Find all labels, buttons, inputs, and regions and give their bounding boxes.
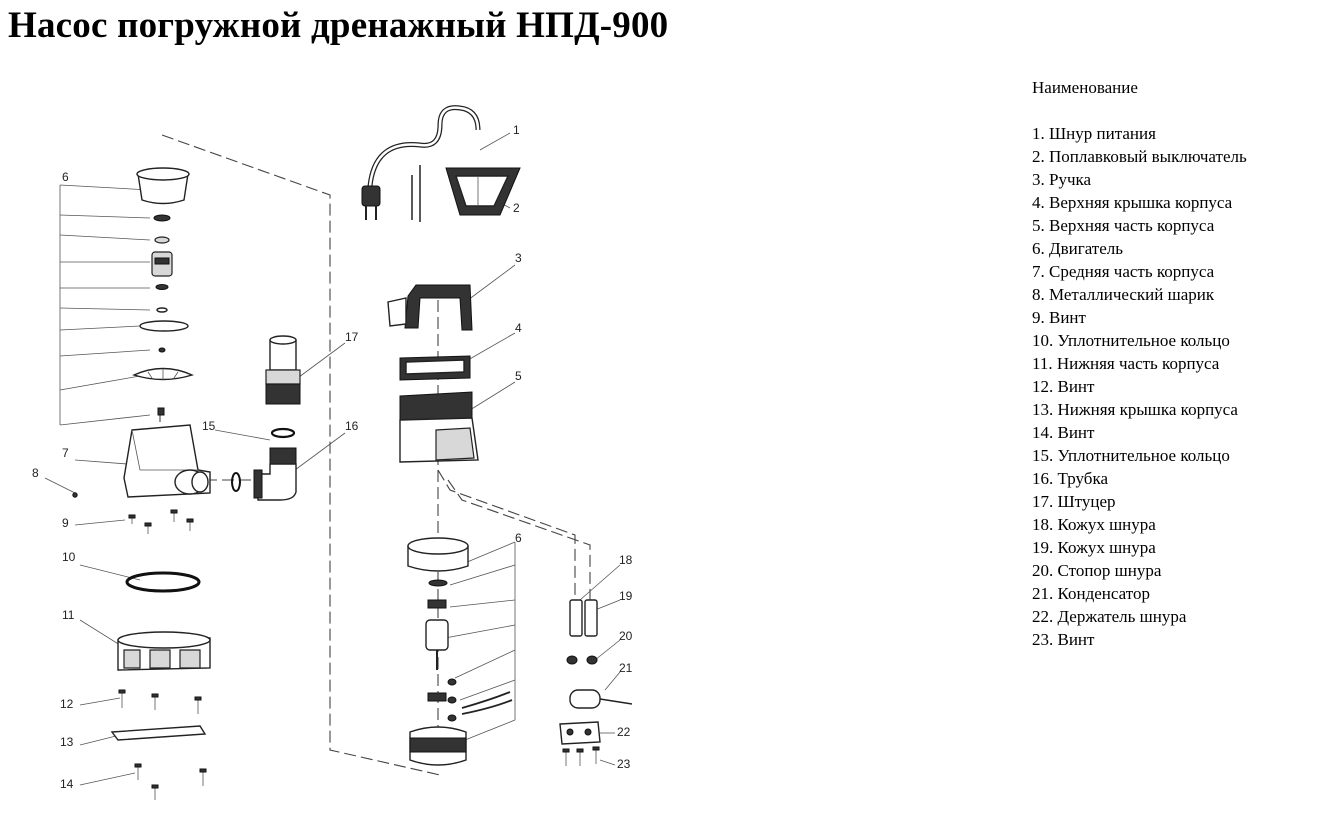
callout-22: 22 — [617, 725, 631, 739]
parts-list: Наименование 1. Шнур питания 2. Поплавко… — [1032, 76, 1322, 651]
parts-list-header: Наименование — [1032, 78, 1138, 97]
part-item: 18. Кожух шнура — [1032, 515, 1156, 534]
callout-13: 13 — [60, 735, 74, 749]
callout-17: 17 — [345, 330, 359, 344]
part-item: 10. Уплотнительное кольцо — [1032, 331, 1230, 350]
part-item: 6. Двигатель — [1032, 239, 1124, 258]
callout-4: 4 — [515, 321, 522, 335]
callout-5: 5 — [515, 369, 522, 383]
callout-20: 20 — [619, 629, 633, 643]
right-stack-parts — [361, 105, 633, 766]
callout-7: 7 — [62, 446, 69, 460]
part-item: 12. Винт — [1032, 377, 1095, 396]
callout-16: 16 — [345, 419, 359, 433]
part-item: 9. Винт — [1032, 308, 1086, 327]
parts-list-items: 1. Шнур питания 2. Поплавковый выключате… — [1032, 122, 1322, 651]
part-item: 22. Держатель шнура — [1032, 607, 1187, 626]
part-item: 2. Поплавковый выключатель — [1032, 147, 1247, 166]
part-item: 19. Кожух шнура — [1032, 538, 1156, 557]
part-item: 4. Верхняя крышка корпуса — [1032, 193, 1233, 212]
part-item: 23. Винт — [1032, 630, 1095, 649]
callout-21: 21 — [619, 661, 633, 675]
part-item: 11. Нижняя часть корпуса — [1032, 354, 1220, 373]
callout-23: 23 — [617, 757, 631, 771]
outlet-parts — [231, 335, 301, 501]
part-item: 5. Верхняя часть корпуса — [1032, 216, 1215, 235]
callout-12: 12 — [60, 697, 74, 711]
callout-6-motor-right: 6 — [515, 531, 522, 545]
callout-18: 18 — [619, 553, 633, 567]
left-stack-parts — [72, 167, 211, 800]
callout-10: 10 — [62, 550, 76, 564]
part-item: 3. Ручка — [1032, 170, 1092, 189]
part-item: 17. Штуцер — [1032, 492, 1116, 511]
exploded-view-diagram: 1 2 3 4 5 6 6 7 8 9 10 11 12 13 14 15 16… — [32, 105, 633, 800]
callout-3: 3 — [515, 251, 522, 265]
part-item: 13. Нижняя крышка корпуса — [1032, 400, 1238, 419]
callout-8: 8 — [32, 466, 39, 480]
part-item: 14. Винт — [1032, 423, 1095, 442]
callout-11: 11 — [62, 608, 75, 622]
callout-2: 2 — [513, 201, 520, 215]
callout-14: 14 — [60, 777, 74, 791]
part-item: 8. Металлический шарик — [1032, 285, 1215, 304]
callout-15: 15 — [202, 419, 216, 433]
assembly-guide-lines — [159, 134, 591, 776]
part-item: 15. Уплотнительное кольцо — [1032, 446, 1230, 465]
part-item: 21. Конденсатор — [1032, 584, 1150, 603]
part-item: 7. Средняя часть корпуса — [1032, 262, 1215, 281]
part-item: 16. Трубка — [1032, 469, 1108, 488]
part-item: 20. Стопор шнура — [1032, 561, 1162, 580]
callout-labels: 1 2 3 4 5 6 6 7 8 9 10 11 12 13 14 15 16… — [32, 123, 633, 791]
callout-6-motor-left: 6 — [62, 170, 69, 184]
part-item: 1. Шнур питания — [1032, 124, 1156, 143]
page-title: Насос погружной дренажный НПД-900 — [8, 5, 669, 46]
callout-9: 9 — [62, 516, 69, 530]
callout-19: 19 — [619, 589, 633, 603]
callout-1: 1 — [513, 123, 520, 137]
